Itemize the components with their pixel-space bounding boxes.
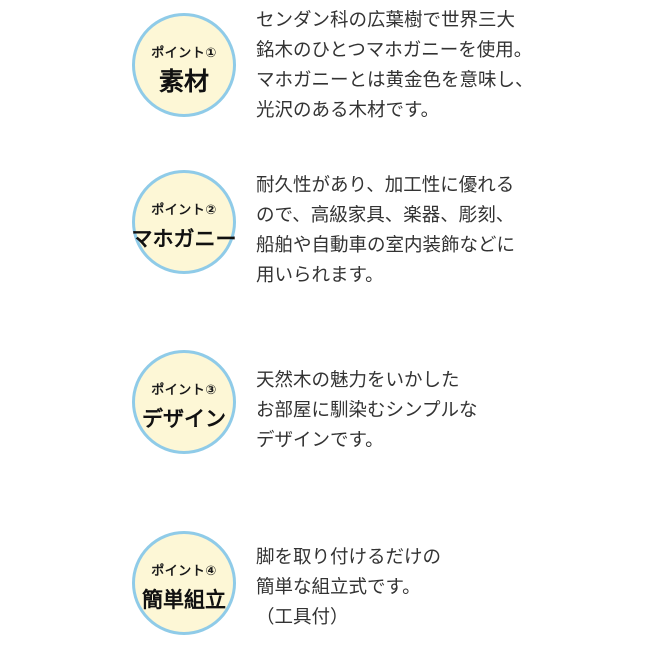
point-2-label: ポイント② <box>151 203 217 218</box>
point-3-label: ポイント③ <box>151 383 217 398</box>
point-4-label: ポイント④ <box>151 564 217 579</box>
point-3-line-2: お部屋に馴染むシンプルな <box>256 400 478 421</box>
point-4-line-3: （工具付） <box>256 607 349 628</box>
point-1-description: センダン科の広葉樹で世界三大 銘木のひとつマホガニーを使用。 マホガニーとは黄金… <box>256 6 534 126</box>
point-3-badge: ポイント③ デザイン <box>132 350 236 454</box>
point-4-line-1: 脚を取り付けるだけの <box>256 547 442 568</box>
point-3-title: デザイン <box>142 407 226 431</box>
point-1-line-4: 光沢のある木材です。 <box>256 100 440 121</box>
point-4-line-2: 簡単な組立式です。 <box>256 577 421 598</box>
point-2-line-2: ので、高級家具、楽器、彫刻、 <box>256 205 515 226</box>
point-2-line-1: 耐久性があり、加工性に優れる <box>256 175 515 196</box>
point-1-label: ポイント① <box>151 46 217 61</box>
point-2-title: マホガニー <box>131 227 237 251</box>
point-1-line-1: センダン科の広葉樹で世界三大 <box>256 10 516 31</box>
point-2-badge: ポイント② マホガニー <box>132 170 237 274</box>
point-4-title: 簡単組立 <box>142 588 226 612</box>
point-1-title: 素材 <box>158 67 209 96</box>
point-2-line-3: 船舶や自動車の室内装飾などに <box>256 235 516 256</box>
point-1-badge: ポイント① 素材 <box>132 13 236 117</box>
point-4-badge: ポイント④ 簡単組立 <box>132 531 236 635</box>
point-3-line-1: 天然木の魅力をいかした <box>256 370 460 391</box>
point-3-description: 天然木の魅力をいかした お部屋に馴染むシンプルな デザインです。 <box>256 366 477 456</box>
point-3-line-3: デザインです。 <box>256 430 384 451</box>
point-4-description: 脚を取り付けるだけの 簡単な組立式です。 （工具付） <box>256 543 441 633</box>
point-2-description: 耐久性があり、加工性に優れる ので、高級家具、楽器、彫刻、 船舶や自動車の室内装… <box>256 171 515 291</box>
point-1-line-3: マホガニーとは黄金色を意味し、 <box>256 70 534 91</box>
point-2-line-4: 用いられます。 <box>256 265 384 286</box>
point-1-line-2: 銘木のひとつマホガニーを使用。 <box>256 40 533 61</box>
